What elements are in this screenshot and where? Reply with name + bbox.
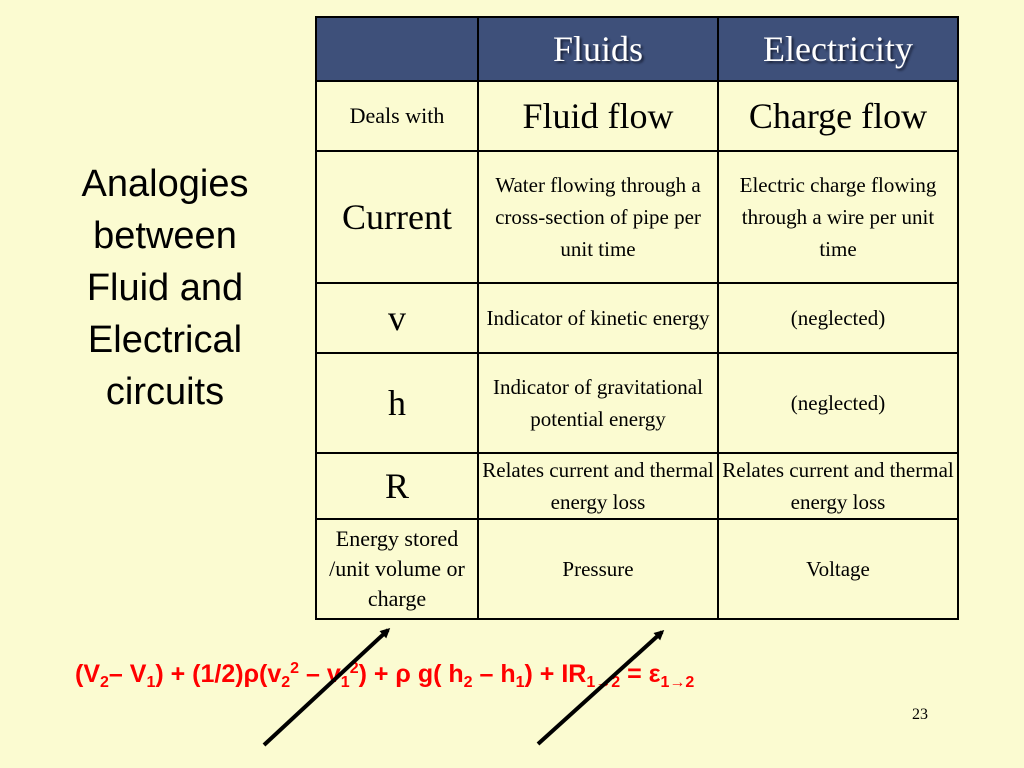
page-number: 23: [912, 706, 928, 723]
fluids-cell: Relates current and thermal energy loss: [477, 452, 719, 520]
eq-part: – h: [472, 660, 516, 688]
electricity-cell: Charge flow: [717, 80, 959, 152]
eq-part: ) + (1/2)ρ(v: [155, 660, 282, 688]
eq-sup: 2: [349, 660, 359, 677]
table-row: v Indicator of kinetic energy (neglected…: [315, 282, 959, 354]
row-label: Deals with: [315, 80, 479, 152]
eq-part: (V: [75, 660, 100, 688]
row-label: Current: [315, 150, 479, 284]
electricity-cell: Relates current and thermal energy loss: [717, 452, 959, 520]
eq-sub: 1: [146, 674, 156, 691]
electricity-cell: Voltage: [717, 518, 959, 620]
eq-sub: 2: [463, 674, 473, 691]
title-line: Analogies: [81, 163, 249, 205]
row-label: v: [315, 282, 479, 354]
eq-part: = ε: [620, 660, 661, 688]
analogy-table: Fluids Electricity Deals with Fluid flow…: [315, 16, 959, 620]
table-row: Current Water flowing through a cross-se…: [315, 150, 959, 284]
title-line: circuits: [105, 371, 225, 413]
electricity-cell: (neglected): [717, 352, 959, 454]
table-row: Energy stored /unit volume or charge Pre…: [315, 518, 959, 620]
title-line: between: [93, 215, 237, 257]
eq-sub: 1→2: [586, 674, 621, 691]
table-row: h Indicator of gravitational potential e…: [315, 352, 959, 454]
fluids-cell: Indicator of gravitational potential ene…: [477, 352, 719, 454]
electricity-cell: Electric charge flowing through a wire p…: [717, 150, 959, 284]
energy-equation: (V2– V1) + (1/2)ρ(v22 – v12) + ρ g( h2 –…: [75, 660, 955, 692]
slide-title: Analogies between Fluid and Electrical c…: [40, 158, 290, 418]
electricity-cell: (neglected): [717, 282, 959, 354]
title-line: Electrical: [87, 319, 243, 361]
header-fluids: Fluids: [477, 16, 719, 82]
row-label: R: [315, 452, 479, 520]
eq-sup: 2: [290, 660, 300, 677]
fluids-cell: Water flowing through a cross-section of…: [477, 150, 719, 284]
row-label: Energy stored /unit volume or charge: [315, 518, 479, 620]
table-row: R Relates current and thermal energy los…: [315, 452, 959, 520]
fluids-cell: Fluid flow: [477, 80, 719, 152]
eq-sub: 1: [515, 674, 525, 691]
table-row: Deals with Fluid flow Charge flow: [315, 80, 959, 152]
row-label: h: [315, 352, 479, 454]
eq-sub: 1→2: [660, 674, 695, 691]
eq-part: – v: [299, 660, 341, 688]
fluids-cell: Pressure: [477, 518, 719, 620]
header-blank: [315, 16, 479, 82]
eq-part: ) + IR: [524, 660, 587, 688]
eq-sub: 2: [281, 674, 291, 691]
table-header-row: Fluids Electricity: [315, 16, 959, 82]
eq-part: ) + ρ g( h: [358, 660, 464, 688]
eq-sub: 2: [100, 674, 109, 691]
fluids-cell: Indicator of kinetic energy: [477, 282, 719, 354]
eq-sub: 1: [340, 674, 350, 691]
title-line: Fluid and: [86, 267, 244, 309]
eq-part: – V: [108, 660, 147, 688]
header-electricity: Electricity: [717, 16, 959, 82]
